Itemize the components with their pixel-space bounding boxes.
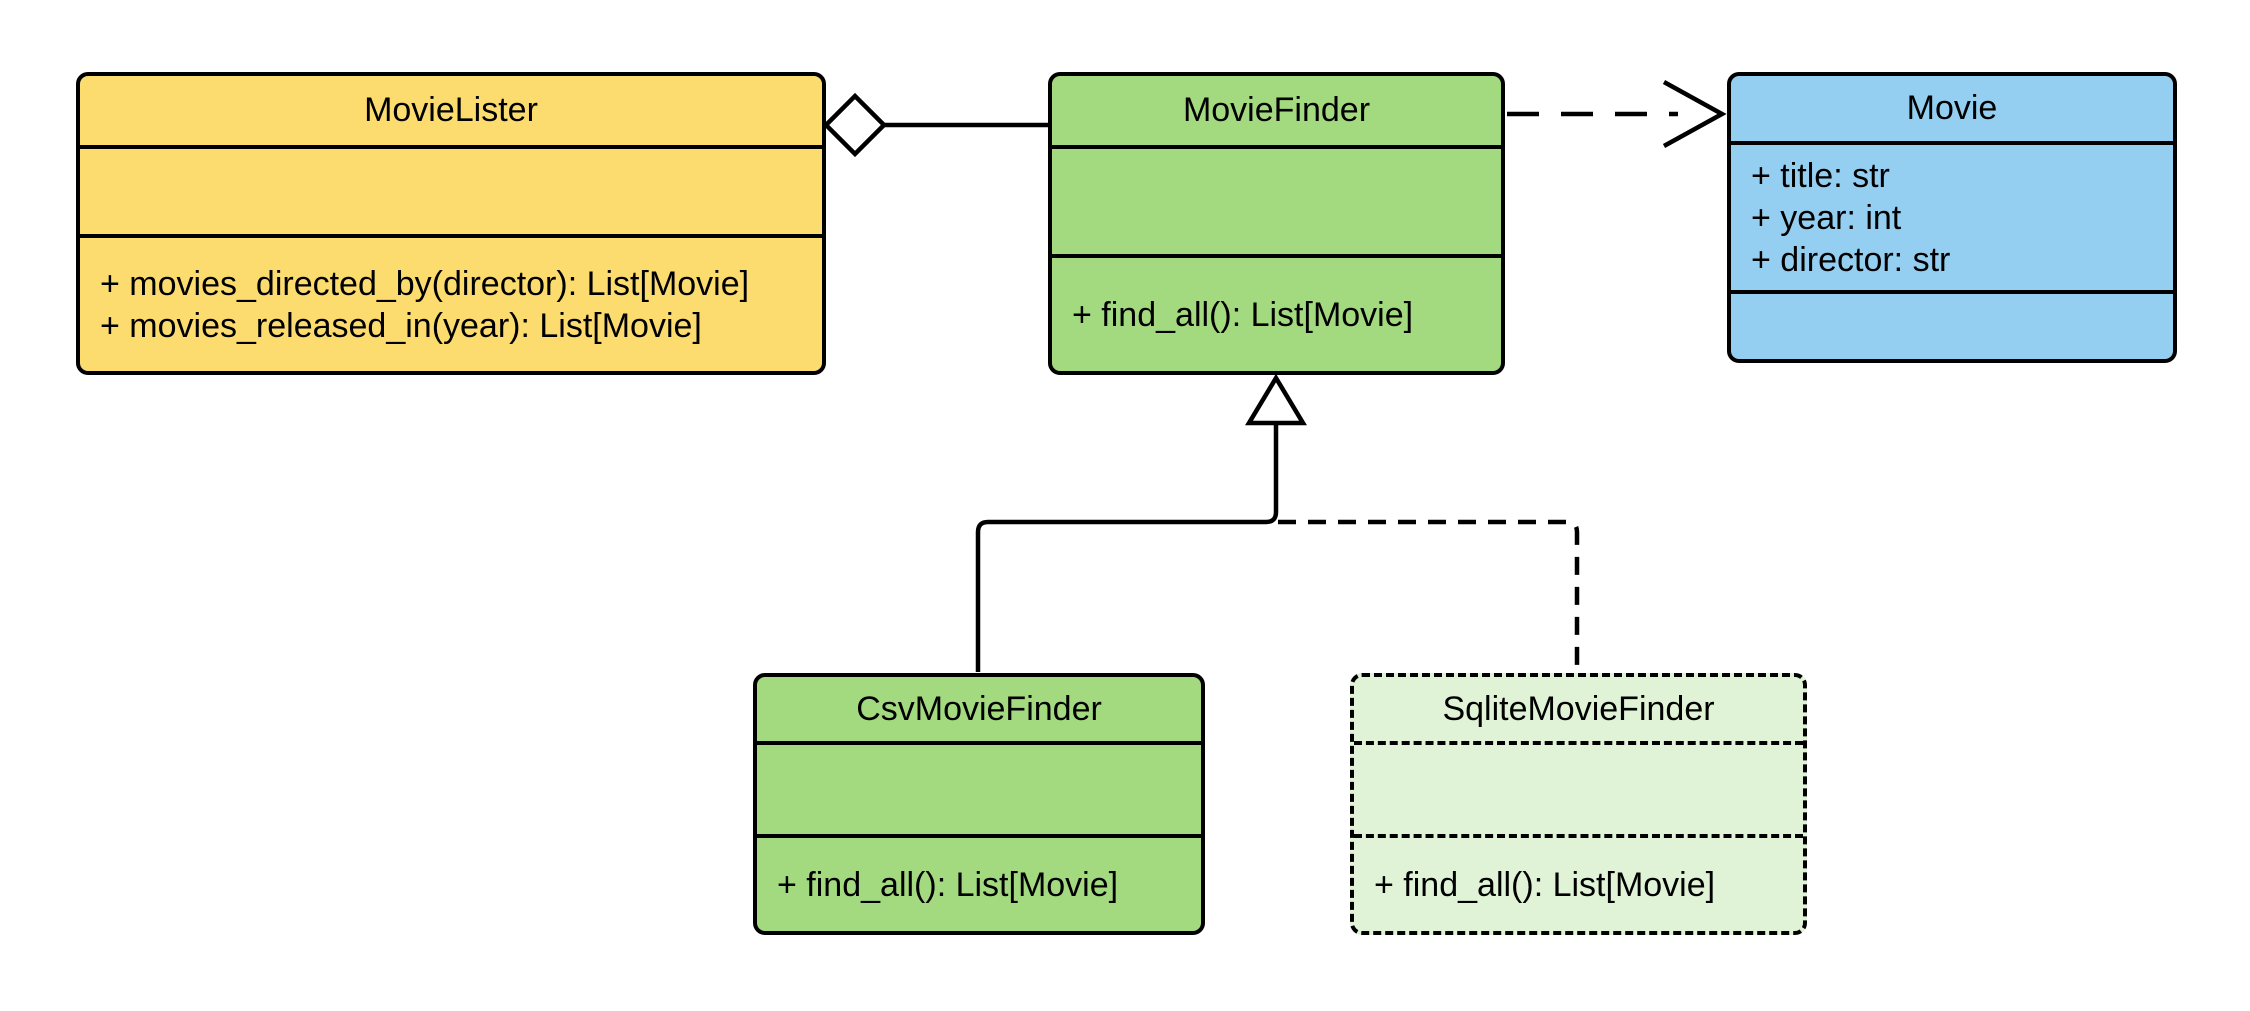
class-sqlitemoviefinder-attributes (1354, 741, 1803, 834)
method-label: + movies_directed_by(director): List[Mov… (100, 264, 750, 303)
method-label: + find_all(): List[Movie] (1072, 295, 1414, 334)
inheritance-edge-csv[interactable] (975, 423, 1279, 672)
class-moviefinder-methods: + find_all(): List[Movie] (1052, 254, 1501, 371)
method-label: + find_all(): List[Movie] (777, 865, 1119, 904)
class-movielister-title: MovieLister (364, 91, 538, 129)
attribute-label: + director: str (1751, 240, 1951, 279)
class-moviefinder-attributes (1052, 145, 1501, 254)
class-movie-attributes: + title: str + year: int + director: str (1731, 141, 2173, 290)
class-moviefinder-title: MovieFinder (1182, 91, 1371, 129)
inheritance-triangle-icon[interactable] (1245, 373, 1307, 426)
method-label: + movies_released_in(year): List[Movie] (100, 306, 702, 345)
class-moviefinder[interactable]: MovieFinder + find_all(): List[Movie] (1048, 72, 1505, 375)
class-csvmoviefinder[interactable]: CsvMovieFinder + find_all(): List[Movie] (753, 673, 1205, 935)
method-label: + find_all(): List[Movie] (1374, 865, 1716, 904)
attribute-label: + year: int (1751, 198, 1902, 237)
inheritance-edge-sqlite[interactable] (1278, 519, 1580, 672)
class-movielister-methods: + movies_directed_by(director): List[Mov… (80, 234, 822, 371)
class-movielister[interactable]: MovieLister + movies_directed_by(directo… (76, 72, 826, 375)
aggregation-diamond-icon[interactable] (822, 92, 888, 158)
class-sqlitemoviefinder-title: SqliteMovieFinder (1442, 689, 1715, 728)
class-csvmoviefinder-methods: + find_all(): List[Movie] (757, 834, 1201, 931)
attribute-label: + title: str (1751, 156, 1890, 195)
class-sqlitemoviefinder[interactable]: SqliteMovieFinder + find_all(): List[Mov… (1350, 673, 1807, 935)
class-movie-methods (1731, 290, 2173, 359)
dependency-arrowhead-icon[interactable] (1662, 80, 1727, 148)
class-movie[interactable]: Movie + title: str + year: int + directo… (1727, 72, 2177, 363)
class-csvmoviefinder-attributes (757, 741, 1201, 834)
class-sqlitemoviefinder-methods: + find_all(): List[Movie] (1354, 834, 1803, 931)
class-csvmoviefinder-title: CsvMovieFinder (856, 689, 1102, 728)
class-movielister-attributes (80, 145, 822, 234)
class-movie-title: Movie (1906, 89, 1998, 127)
